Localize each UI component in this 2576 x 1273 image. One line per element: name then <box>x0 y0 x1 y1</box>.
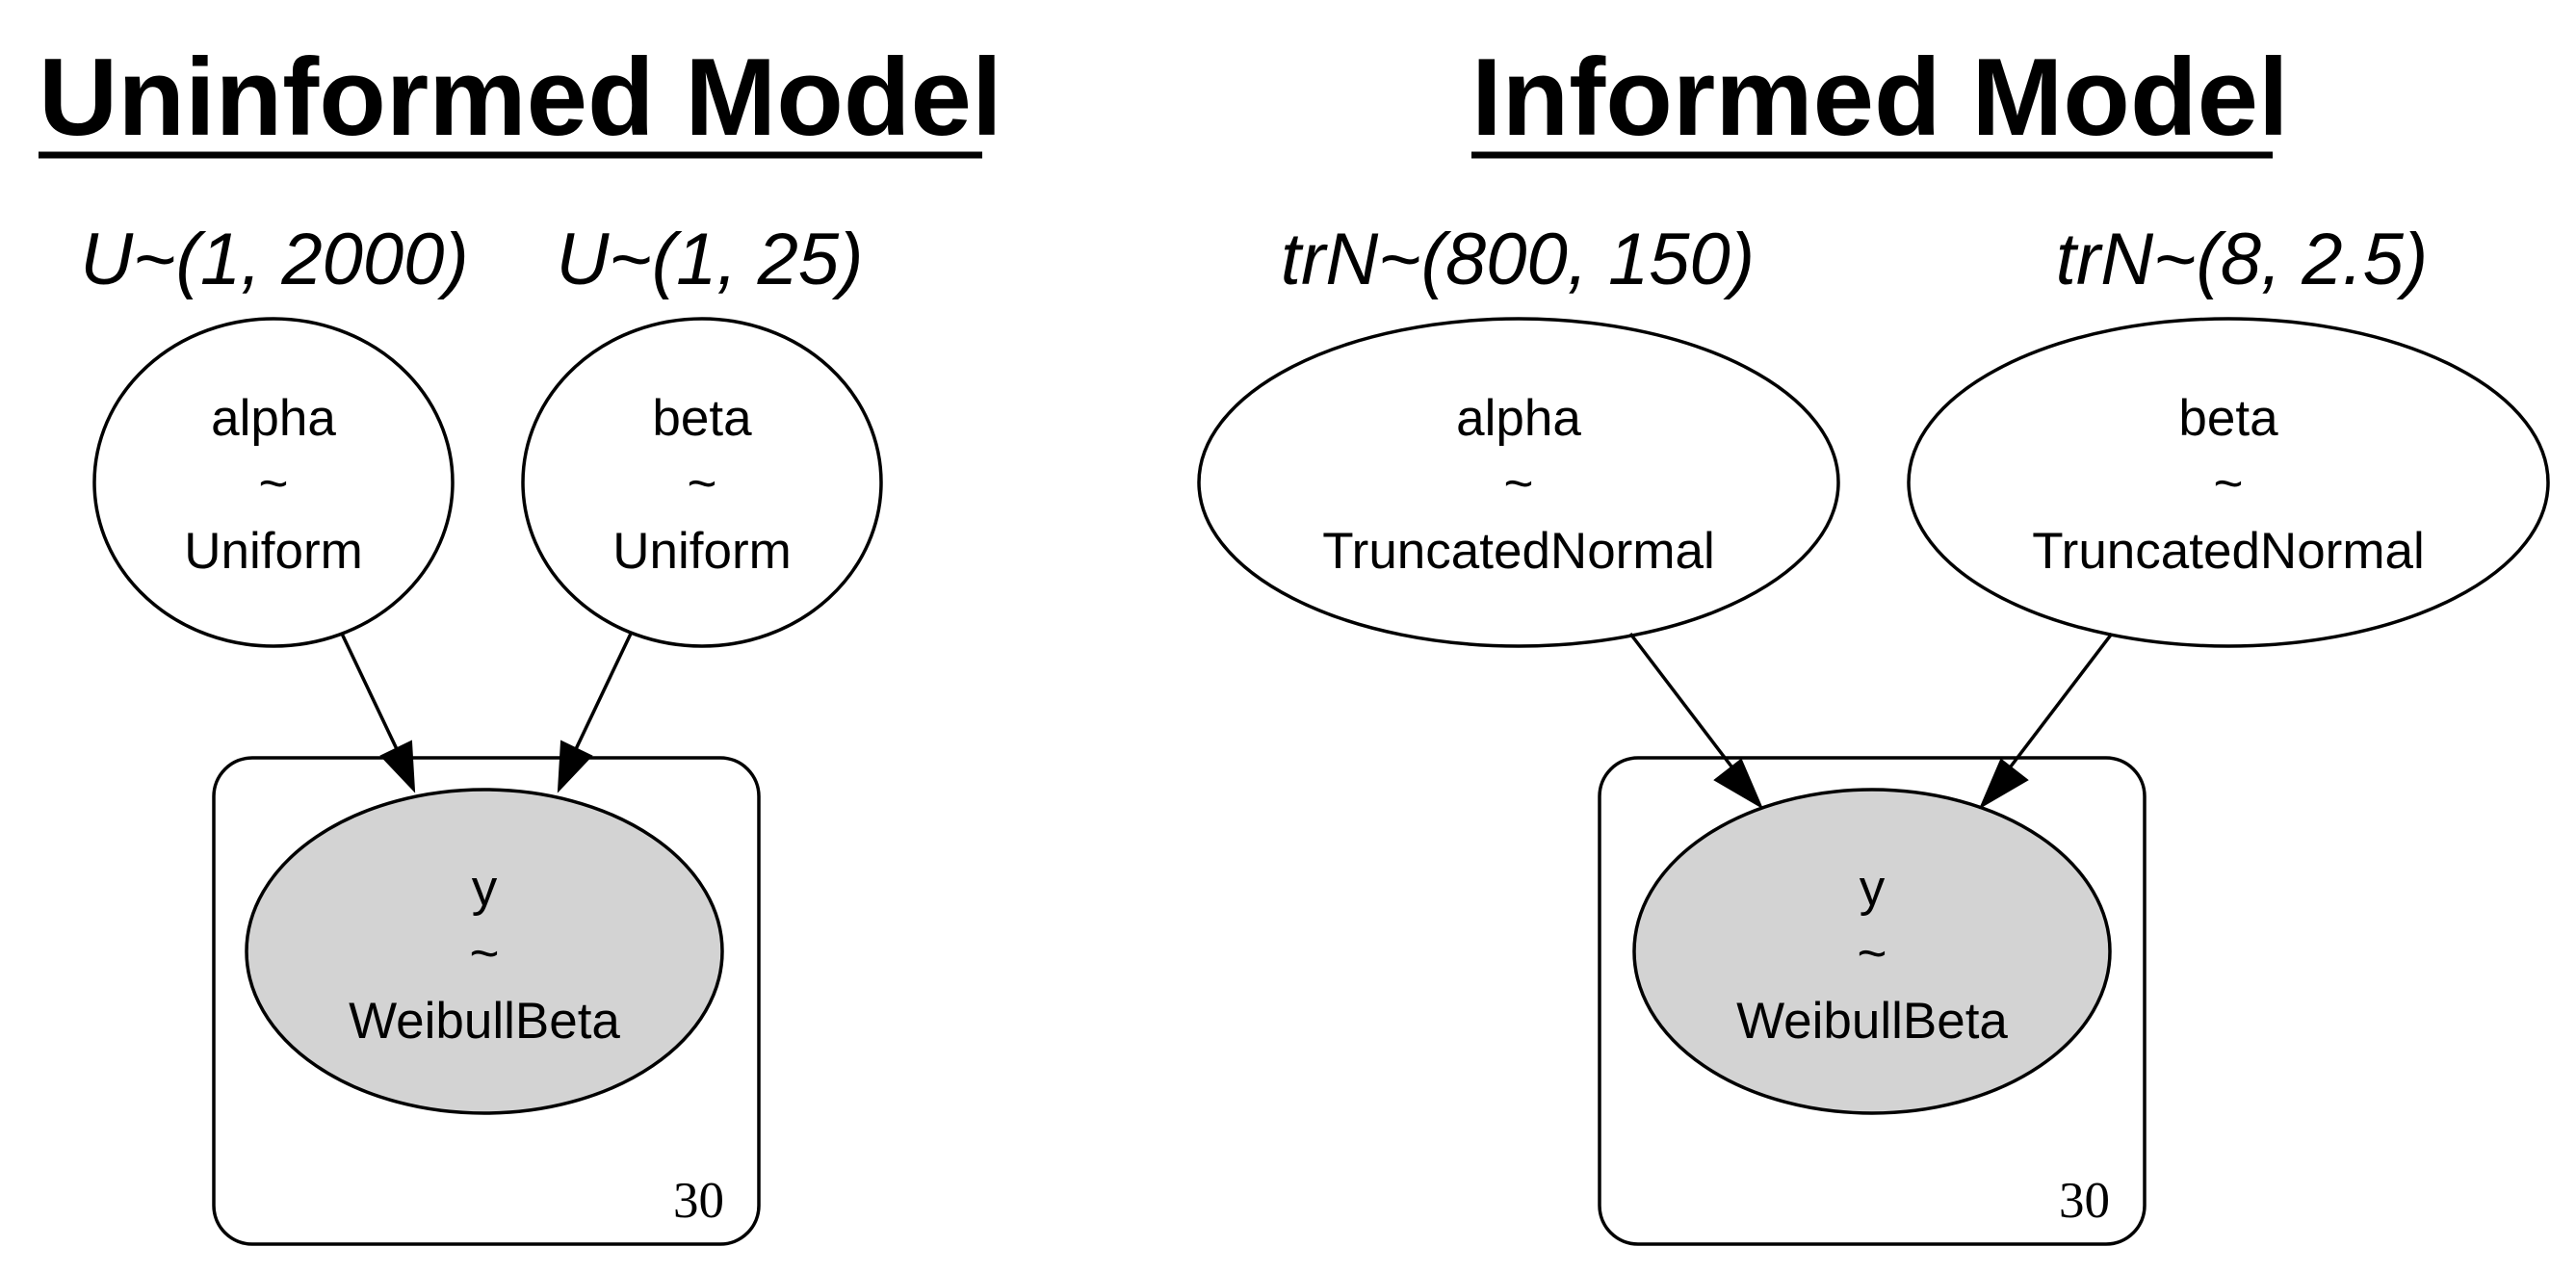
plate <box>1598 756 2147 1246</box>
node-beta: beta ~ TruncatedNormal <box>1907 317 2550 648</box>
node-y-tilde: ~ <box>1858 925 1887 982</box>
node-y-name: y <box>472 860 498 917</box>
node-alpha-dist: TruncatedNormal <box>1322 523 1714 580</box>
edge-arrowhead <box>1978 758 2029 810</box>
node-y-ellipse <box>245 788 724 1115</box>
node-y-tilde: ~ <box>470 925 500 982</box>
node-alpha: alpha ~ TruncatedNormal <box>1197 317 1840 648</box>
node-alpha: alpha ~ Uniform <box>92 317 455 648</box>
node-alpha-tilde: ~ <box>259 455 289 512</box>
node-beta-dist: Uniform <box>612 523 792 580</box>
node-beta-tilde: ~ <box>688 455 717 512</box>
edge-line <box>574 633 633 750</box>
node-y: y ~ WeibullBeta <box>1632 788 2112 1115</box>
node-alpha-name: alpha <box>1456 390 1581 447</box>
node-y-dist: WeibullBeta <box>1736 993 2008 1050</box>
edge-alpha-to-y <box>1628 632 1764 810</box>
panel-informed: Informed Model trN~(800, 150) trN~(8, 2.… <box>1197 37 2550 1246</box>
node-beta-tilde: ~ <box>2214 455 2244 512</box>
node-alpha-dist: Uniform <box>184 523 363 580</box>
edge-alpha-to-y <box>340 633 416 793</box>
edge-beta-to-y <box>557 633 633 793</box>
edge-arrowhead <box>379 740 416 793</box>
plate-count: 30 <box>2059 1173 2110 1229</box>
node-beta-dist: TruncatedNormal <box>2032 523 2424 580</box>
edge-line <box>340 633 399 750</box>
panel-uninformed: Uninformed Model U~(1, 2000) U~(1, 25) a… <box>39 37 1002 1246</box>
node-beta-name: beta <box>2178 390 2278 447</box>
node-beta-name: beta <box>652 390 752 447</box>
node-alpha-name: alpha <box>211 390 336 447</box>
edge-line <box>1628 632 1733 768</box>
node-y: y ~ WeibullBeta <box>245 788 724 1115</box>
node-beta-ellipse <box>521 317 883 648</box>
edge-arrowhead <box>1713 758 1764 810</box>
panel-title: Uninformed Model <box>39 37 1002 159</box>
edge-beta-to-y <box>1978 632 2114 810</box>
edge-arrowhead <box>557 740 593 793</box>
node-y-name: y <box>1860 860 1886 917</box>
node-y-ellipse <box>1632 788 2112 1115</box>
node-alpha-tilde: ~ <box>1504 455 1534 512</box>
prior-label-alpha: U~(1, 2000) <box>80 219 468 300</box>
node-beta: beta ~ Uniform <box>521 317 883 648</box>
node-alpha-ellipse <box>92 317 455 648</box>
prior-label-alpha: trN~(800, 150) <box>1281 219 1755 300</box>
node-beta-ellipse <box>1907 317 2550 648</box>
node-alpha-ellipse <box>1197 317 1840 648</box>
plate-count: 30 <box>673 1173 724 1229</box>
prior-label-beta: U~(1, 25) <box>557 219 864 300</box>
plate <box>212 756 761 1246</box>
panel-title: Informed Model <box>1471 37 2289 159</box>
prior-label-beta: trN~(8, 2.5) <box>2056 219 2428 300</box>
node-y-dist: WeibullBeta <box>349 993 620 1050</box>
edge-line <box>2009 632 2114 768</box>
